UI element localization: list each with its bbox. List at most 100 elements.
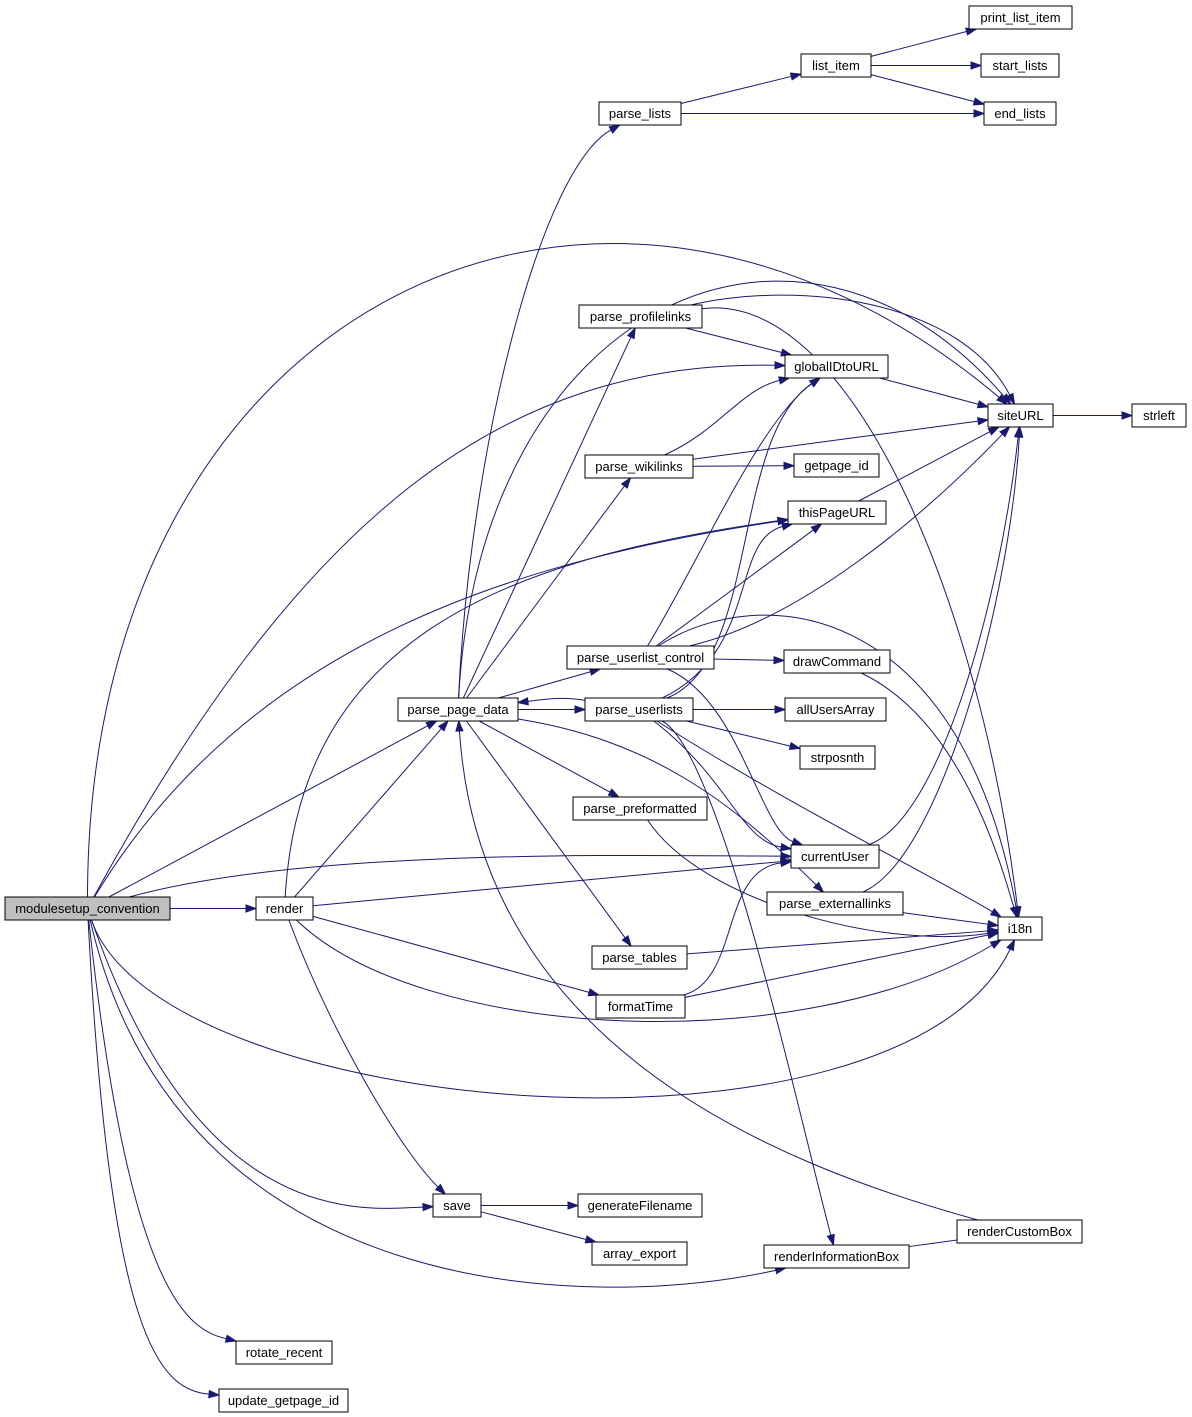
node-parse_externallinks[interactable]: parse_externallinks [766, 891, 904, 916]
edge-render-to-i18n [296, 919, 1003, 1022]
node-parse_profilelinks[interactable]: parse_profilelinks [578, 304, 703, 329]
node-getpage_id[interactable]: getpage_id [793, 453, 880, 478]
edge-parse_userlists-to-i18n [656, 720, 1003, 918]
edge-renderCustomBox-to-parse_page_data [455, 719, 978, 1221]
node-renderInformationBox[interactable]: renderInformationBox [763, 1244, 910, 1269]
node-label: print_list_item [980, 10, 1060, 25]
edge-parse_userlist_control-to-drawCommand [713, 656, 786, 665]
node-label: parse_userlists [595, 702, 683, 717]
node-label: list_item [812, 58, 860, 73]
edge-drawCommand-to-i18n [860, 672, 1018, 919]
node-start_lists[interactable]: start_lists [980, 53, 1060, 78]
node-allUsersArray[interactable]: allUsersArray [784, 697, 887, 722]
node-modulesetup_convention[interactable]: modulesetup_convention [4, 896, 171, 921]
node-parse_page_data[interactable]: parse_page_data [397, 697, 519, 722]
edge-parse_tables-to-i18n [686, 926, 1000, 955]
node-label: parse_tables [602, 950, 677, 965]
edge-save-to-generateFilename [481, 1201, 580, 1210]
node-rotate_recent[interactable]: rotate_recent [235, 1340, 333, 1365]
edge-parse_userlists-to-allUsersArray [693, 705, 787, 714]
node-generateFilename[interactable]: generateFilename [577, 1193, 703, 1218]
node-label: save [443, 1198, 470, 1213]
edge-render-to-thisPageURL [284, 516, 790, 898]
edge-parse_page_data-to-parse_externallinks [517, 718, 825, 894]
node-thisPageURL[interactable]: thisPageURL [787, 500, 887, 525]
node-list_item[interactable]: list_item [800, 53, 872, 78]
edge-parse_page_data-to-parse_preformatted [478, 720, 621, 798]
node-label: array_export [603, 1246, 676, 1261]
edge-modulesetup_convention-to-update_getpage_id [87, 919, 221, 1399]
edge-modulesetup_convention-to-rotate_recent [88, 919, 238, 1343]
edge-parse_profilelinks-to-i18n [701, 307, 1022, 919]
node-save[interactable]: save [432, 1193, 482, 1218]
node-label: parse_profilelinks [590, 309, 692, 324]
node-parse_preformatted[interactable]: parse_preformatted [572, 796, 708, 821]
edge-parse_externallinks-to-i18n [902, 912, 1000, 929]
edge-formatTime-to-i18n [684, 931, 1000, 998]
edge-modulesetup_convention-to-render [166, 904, 258, 913]
edge-siteURL-to-strleft [1053, 411, 1134, 420]
edge-parse_page_data-to-parse_profilelinks [462, 326, 636, 699]
node-strposnth[interactable]: strposnth [799, 745, 876, 770]
node-formatTime[interactable]: formatTime [595, 994, 686, 1019]
node-strleft[interactable]: strleft [1131, 403, 1187, 428]
edge-render-to-parse_page_data [294, 719, 449, 898]
node-currentUser[interactable]: currentUser [790, 844, 880, 869]
node-parse_lists[interactable]: parse_lists [598, 101, 682, 126]
edge-parse_profilelinks-to-globalIDtoURL [685, 327, 793, 357]
node-parse_userlist_control[interactable]: parse_userlist_control [566, 645, 715, 670]
edge-parse_userlists-to-strposnth [686, 720, 802, 751]
edge-parse_userlists-to-currentUser [653, 720, 793, 852]
node-label: renderCustomBox [967, 1224, 1072, 1239]
edge-parse_profilelinks-to-siteURL [690, 294, 1016, 406]
edge-parse_wikilinks-to-getpage_id [692, 461, 796, 470]
node-label: parse_externallinks [779, 896, 892, 911]
edge-modulesetup_convention-to-i18n [90, 919, 1016, 1099]
edge-parse_externallinks-to-siteURL [862, 425, 1024, 893]
edge-parse_page_data-to-parse_lists [458, 124, 621, 699]
node-label: globalIDtoURL [794, 359, 879, 374]
edge-parse_wikilinks-to-globalIDtoURL [664, 376, 791, 456]
node-parse_wikilinks[interactable]: parse_wikilinks [584, 454, 694, 479]
node-parse_userlists[interactable]: parse_userlists [584, 697, 694, 722]
node-array_export[interactable]: array_export [591, 1241, 688, 1266]
node-label: rotate_recent [246, 1345, 323, 1360]
edge-parse_preformatted-to-i18n [647, 819, 1000, 938]
node-label: formatTime [608, 999, 673, 1014]
node-label: modulesetup_convention [15, 901, 160, 916]
edge-list_item-to-print_list_item [870, 27, 978, 57]
node-render[interactable]: render [255, 896, 314, 921]
edge-thisPageURL-to-siteURL [858, 426, 1001, 502]
node-update_getpage_id[interactable]: update_getpage_id [218, 1388, 349, 1413]
node-label: start_lists [993, 58, 1048, 73]
edge-globalIDtoURL-to-siteURL [879, 377, 990, 409]
node-parse_tables[interactable]: parse_tables [591, 945, 688, 970]
node-print_list_item[interactable]: print_list_item [968, 5, 1073, 30]
node-label: render [266, 901, 304, 916]
edge-modulesetup_convention-to-renderInformationBox [89, 919, 788, 1288]
node-renderCustomBox[interactable]: renderCustomBox [956, 1219, 1083, 1244]
node-label: strposnth [811, 750, 864, 765]
node-label: renderInformationBox [774, 1249, 900, 1264]
edge-parse_lists-to-list_item [680, 72, 803, 104]
edge-save-to-array_export [480, 1211, 598, 1244]
edge-parse_userlist_control-to-thisPageURL [655, 523, 823, 647]
node-siteURL[interactable]: siteURL [987, 403, 1054, 428]
edge-parse_userlists-to-parse_page_data [516, 697, 586, 706]
edge-parse_page_data-to-parse_userlists [517, 705, 587, 714]
node-globalIDtoURL[interactable]: globalIDtoURL [784, 354, 889, 379]
node-label: update_getpage_id [228, 1393, 339, 1408]
edge-parse_page_data-to-parse_userlist_control [498, 667, 602, 699]
node-end_lists[interactable]: end_lists [983, 101, 1057, 126]
node-label: siteURL [997, 408, 1043, 423]
edge-list_item-to-start_lists [871, 61, 983, 70]
edge-parse_userlists-to-thisPageURL [662, 522, 794, 699]
node-drawCommand[interactable]: drawCommand [783, 649, 891, 674]
node-label: parse_lists [609, 106, 672, 121]
edge-modulesetup_convention-to-globalIDtoURL [93, 361, 787, 898]
node-i18n[interactable]: i18n [997, 916, 1043, 941]
edge-modulesetup_convention-to-currentUser [129, 851, 793, 898]
edge-parse_lists-to-end_lists [681, 109, 986, 118]
edge-parse_userlist_control-to-siteURL [689, 425, 1011, 647]
